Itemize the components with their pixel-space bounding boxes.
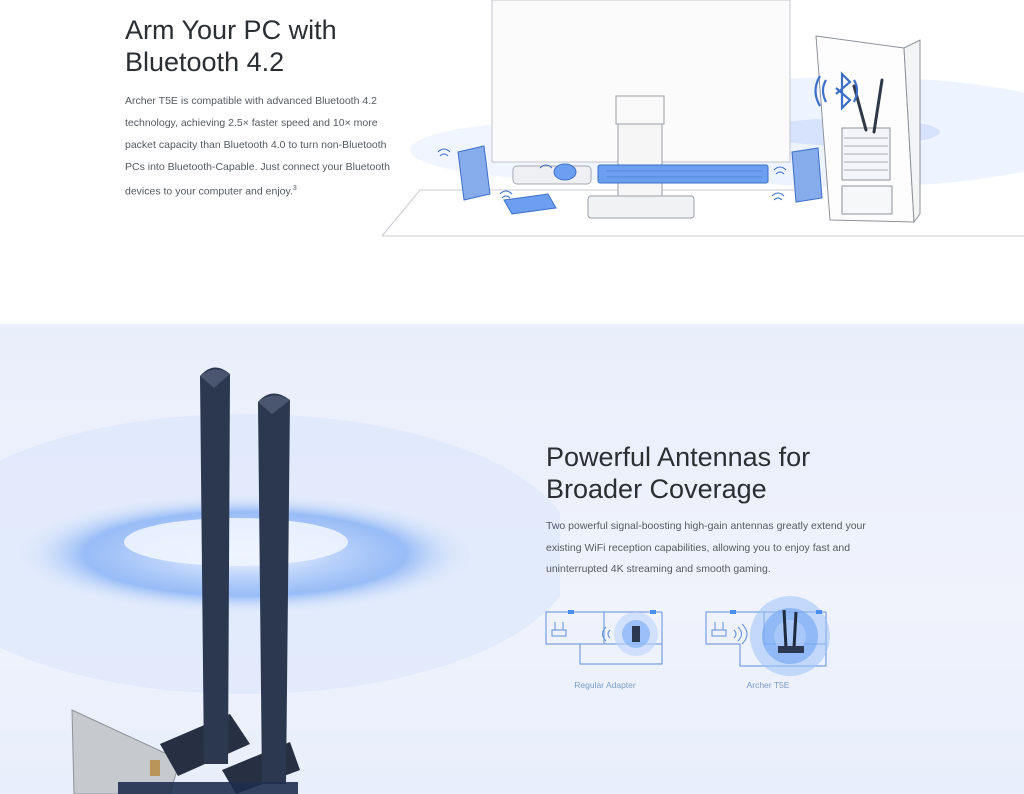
footnote-marker: 3 (292, 185, 297, 192)
archer-t5e-diagram (705, 596, 830, 676)
bluetooth-heading: Arm Your PC with Bluetooth 4.2 (125, 14, 337, 78)
antenna-section: Powerful Antennas for Broader Coverage T… (0, 324, 1024, 794)
usb-adapter-icon (632, 626, 640, 642)
bluetooth-icon (814, 71, 859, 111)
regular-adapter-label: Regular Adapter (574, 680, 636, 690)
antenna-heading-line2: Broader Coverage (546, 474, 767, 504)
antenna-product-illustration (0, 367, 560, 794)
wifi-signal-icon (602, 626, 611, 642)
archer-t5e-label: Archer T5E (746, 680, 790, 690)
antenna-description: Two powerful signal-boosting high-gain a… (546, 520, 866, 575)
bluetooth-heading-line1: Arm Your PC with (125, 15, 337, 45)
bluetooth-description-text: Archer T5E is compatible with advanced B… (125, 95, 390, 198)
regular-adapter-diagram (545, 610, 663, 665)
router-icon (551, 622, 567, 637)
antenna-heading-line1: Powerful Antennas for (546, 442, 811, 472)
antenna-heading: Powerful Antennas for Broader Coverage (546, 441, 810, 505)
bluetooth-description: Archer T5E is compatible with advanced B… (125, 90, 405, 203)
bluetooth-section: Arm Your PC with Bluetooth 4.2 Archer T5… (0, 0, 1024, 324)
bluetooth-desk-illustration (381, 0, 1024, 237)
bluetooth-heading-line2: Bluetooth 4.2 (125, 47, 285, 77)
